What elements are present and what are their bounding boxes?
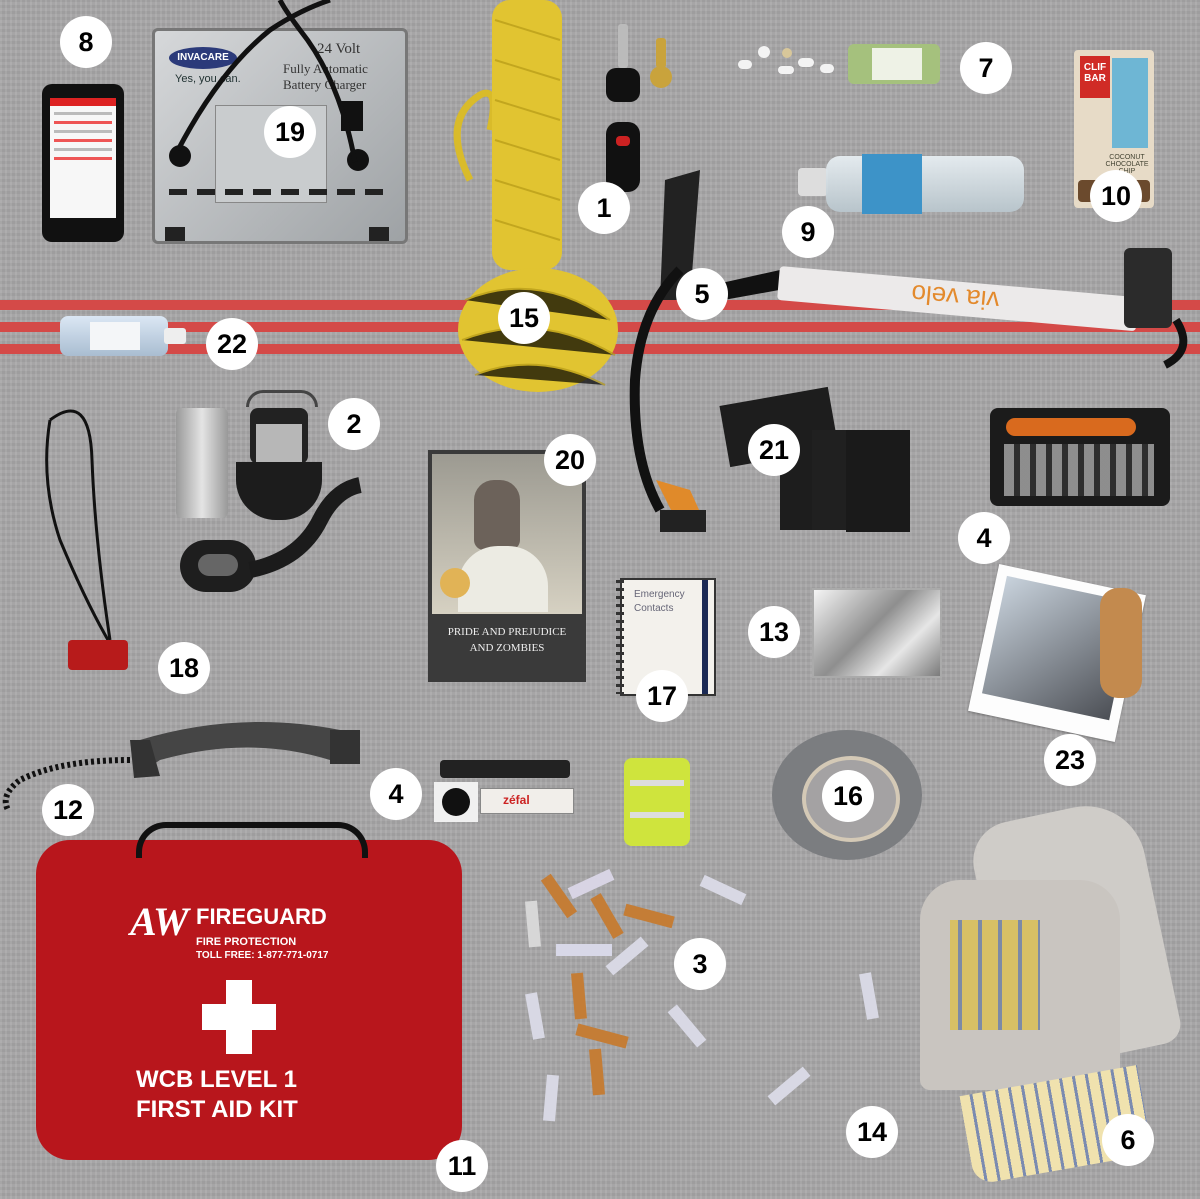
marker-4b: 4 [370, 768, 422, 820]
marker-4: 4 [958, 512, 1010, 564]
marker-17: 17 [636, 670, 688, 722]
battery [667, 1004, 707, 1048]
marker-13: 13 [748, 606, 800, 658]
battery [543, 1074, 559, 1122]
charger-cable [175, 0, 358, 163]
kit-logo: AW [130, 899, 189, 944]
patch-box [434, 782, 478, 822]
marker-8: 8 [60, 16, 112, 68]
charger-logo: INVACARE [169, 47, 237, 69]
marker-23: 23 [1044, 734, 1096, 786]
headlamp [180, 540, 256, 592]
marker-16: 16 [822, 770, 874, 822]
screwdriver-set [990, 408, 1170, 506]
emergency-blanket [812, 588, 942, 678]
bottle-label [862, 154, 922, 214]
book-title-2: AND ZOMBIES [469, 642, 545, 654]
kit-cross [202, 980, 276, 1054]
charger-text-2: Battery Charger [283, 77, 367, 92]
battery [859, 972, 879, 1020]
marker-22: 22 [206, 318, 258, 370]
battery [525, 992, 545, 1040]
marker-18: 18 [158, 642, 210, 694]
telephone-handset [2, 722, 360, 812]
battery [567, 868, 615, 900]
hand-sanitizer [60, 316, 186, 356]
marker-2: 2 [328, 398, 380, 450]
first-aid-kit: AW FIREGUARD FIRE PROTECTION TOLL FREE: … [36, 822, 462, 1160]
marker-6: 6 [1102, 1114, 1154, 1166]
battery [571, 972, 587, 1020]
bike-pump: via velo [629, 170, 1188, 532]
clif-art [1112, 58, 1148, 148]
kit-line-1: WCB LEVEL 1 [136, 1066, 297, 1093]
battery [623, 903, 675, 929]
marker-9: 9 [782, 206, 834, 258]
whistle [68, 640, 128, 670]
dog-bone [1100, 588, 1142, 698]
kit-toll: TOLL FREE: 1-877-771-0717 [196, 950, 329, 961]
marker-11: 11 [436, 1140, 488, 1192]
flashlight [176, 408, 228, 518]
gift-tag [846, 430, 910, 532]
phone-screen [50, 98, 116, 218]
marker-15: 15 [498, 292, 550, 344]
smartphone [42, 84, 124, 242]
kit-line-2: FIRST AID KIT [136, 1096, 298, 1123]
battery [590, 893, 624, 939]
medicine-bottle [848, 44, 940, 84]
reflective-band [624, 758, 690, 846]
marker-1: 1 [578, 182, 630, 234]
charger-knob [169, 145, 191, 167]
whistle-lanyard [45, 409, 112, 641]
car-keys [600, 24, 680, 194]
work-gloves [910, 795, 1185, 1185]
clif-logo: CLIF BAR [1080, 56, 1110, 98]
notebook-text: Emergency Contacts [634, 589, 685, 614]
marker-12: 12 [42, 784, 94, 836]
battery [589, 1048, 605, 1096]
lantern [232, 390, 326, 530]
pills [728, 44, 848, 94]
charger-voltage: 24 Volt [317, 41, 361, 57]
marker-14: 14 [846, 1106, 898, 1158]
charger-vents [169, 189, 389, 195]
battery [699, 874, 747, 906]
kit-brand: FIREGUARD [196, 904, 327, 929]
glue-tube: zéfal [480, 788, 574, 814]
book-title-1: PRIDE AND PREJUDICE [447, 626, 567, 638]
kit-sub: FIRE PROTECTION [196, 936, 297, 948]
marker-21: 21 [748, 424, 800, 476]
battery [575, 1023, 629, 1049]
battery [605, 936, 649, 976]
headlamp-strap [248, 477, 363, 578]
tire-levers [440, 760, 570, 778]
marker-19: 19 [264, 106, 316, 158]
marker-20: 20 [544, 434, 596, 486]
marker-10: 10 [1090, 170, 1142, 222]
marker-7: 7 [960, 42, 1012, 94]
yellow-rope [453, 0, 618, 392]
battery [556, 944, 612, 956]
battery [767, 1066, 811, 1106]
water-bottle [798, 146, 1024, 218]
marker-5: 5 [676, 268, 728, 320]
battery [525, 900, 541, 948]
patch-brand: zéfal [503, 793, 530, 807]
marker-3: 3 [674, 938, 726, 990]
